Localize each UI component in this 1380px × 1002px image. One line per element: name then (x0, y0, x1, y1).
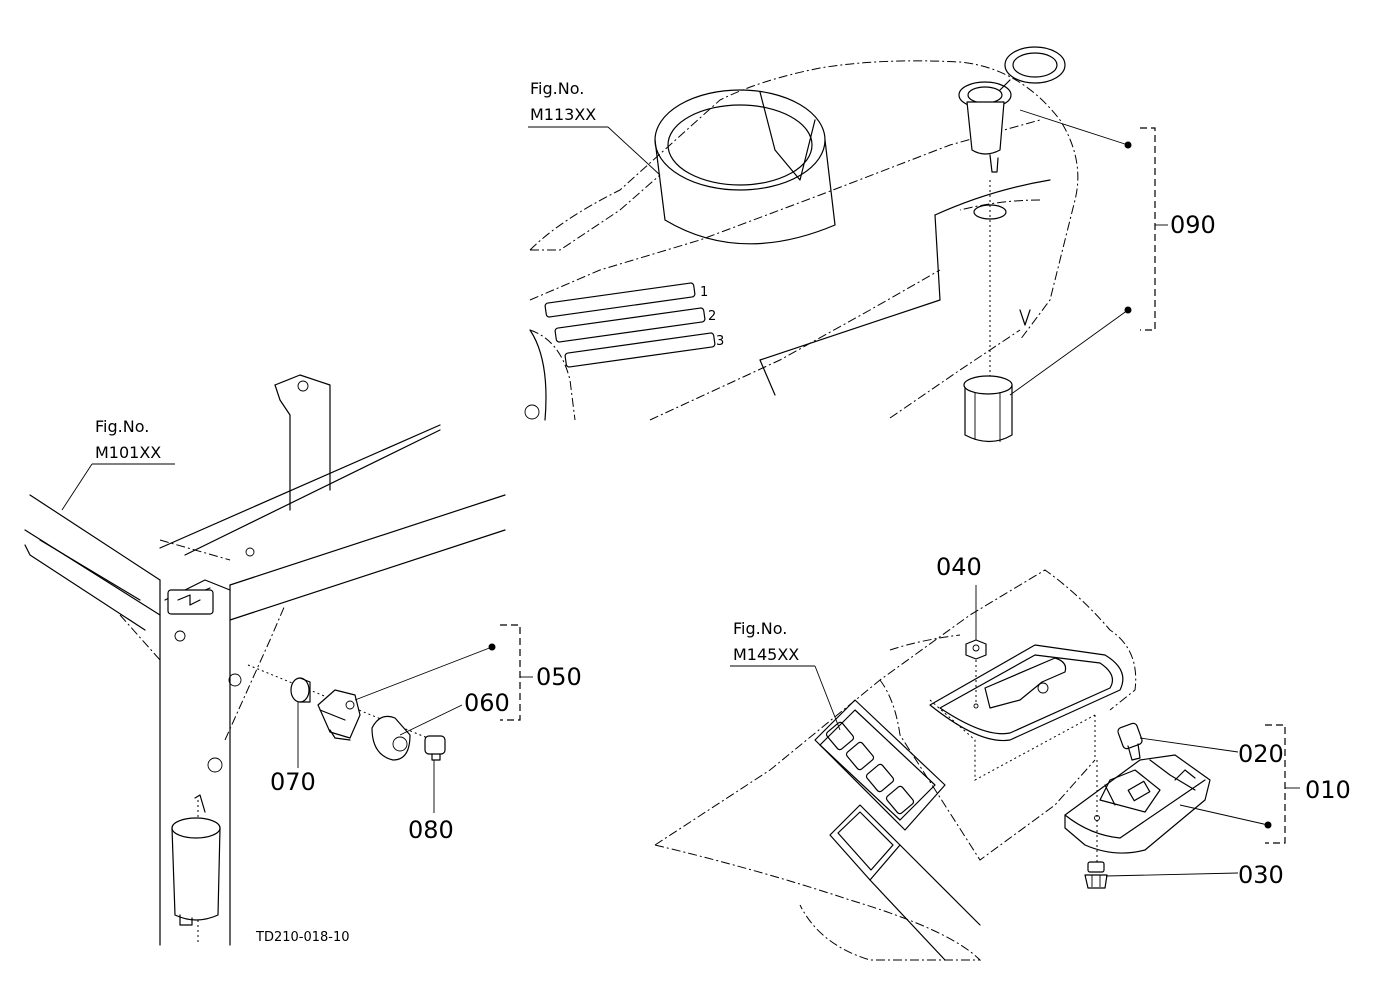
part-number-020: 020 (1238, 740, 1284, 768)
ceiling-lamp-assembly: 040 020 010 030 (654, 553, 1351, 961)
slot-mark-2: 2 (708, 309, 716, 324)
fig-number-m113: M113XX (530, 105, 596, 124)
fig-label-m113: Fig.No. (530, 79, 584, 98)
console-socket-assembly: 1 2 3 090 Fig.N (524, 46, 1216, 443)
part-number-060: 060 (464, 689, 510, 717)
part-number-080: 080 (408, 816, 454, 844)
part-number-070: 070 (270, 768, 316, 796)
switch-body (317, 689, 361, 741)
part-number-040: 040 (936, 553, 982, 581)
frame-switch-assembly: 050 060 070 080 Fig.No. M101XX TD210-018… (24, 374, 582, 946)
switch-cluster (814, 699, 981, 961)
nut-040 (965, 639, 987, 660)
screw-030 (1084, 861, 1108, 889)
fig-number-m145: M145XX (733, 645, 799, 664)
fig-label-m145: Fig.No. (733, 619, 787, 638)
fig-label-m101: Fig.No. (95, 417, 149, 436)
part-number-010: 010 (1305, 776, 1351, 804)
part-number-050: 050 (536, 663, 582, 691)
bushing-070 (290, 677, 311, 703)
slot-mark-3: 3 (716, 334, 724, 349)
socket-sleeve (963, 375, 1013, 443)
gear-slots: 1 2 3 (544, 282, 724, 368)
part-number-090: 090 (1170, 211, 1216, 239)
part-number-030: 030 (1238, 861, 1284, 889)
lamp-housing (1064, 754, 1211, 854)
fig-number-m101: M101XX (95, 443, 161, 462)
bulb-020 (1117, 722, 1143, 761)
drawing-code: TD210-018-10 (255, 930, 350, 945)
slot-mark-1: 1 (700, 285, 708, 300)
plate-060 (371, 715, 411, 761)
power-socket (958, 46, 1066, 173)
screw-080 (424, 735, 446, 761)
